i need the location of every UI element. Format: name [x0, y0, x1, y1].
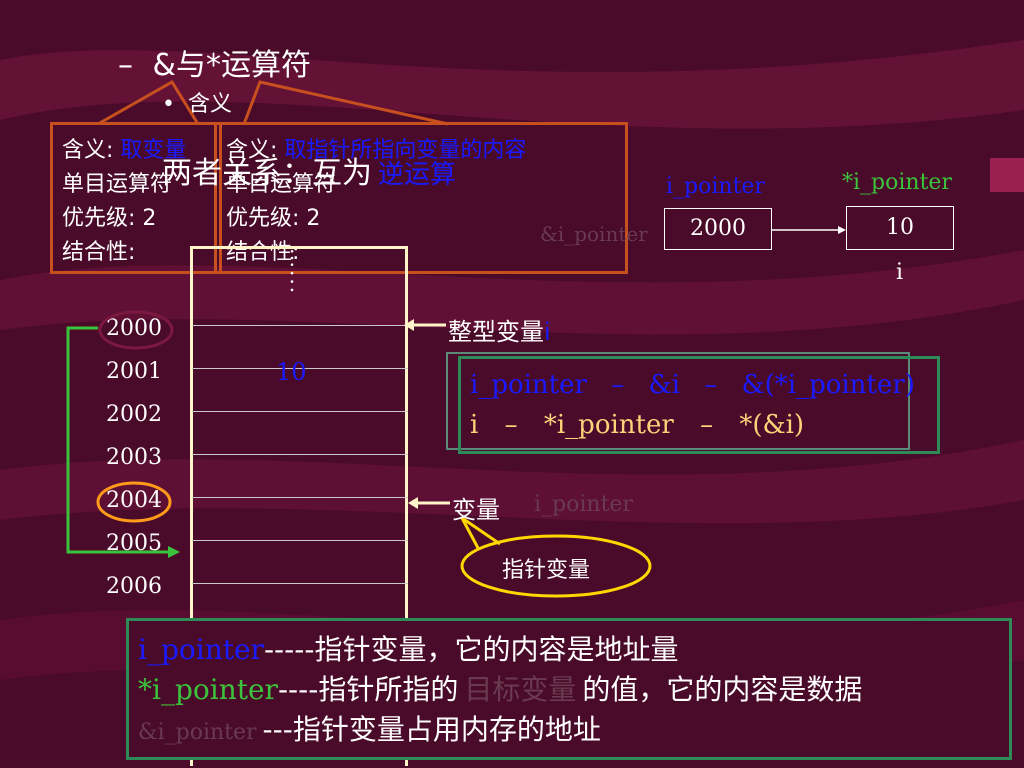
pointer-variable-bubble-text: 指针变量: [502, 558, 591, 583]
explanation-text: i_pointer-----指针变量，它的内容是地址量 *i_pointer--…: [138, 630, 862, 753]
callout-dereference: [214, 122, 628, 274]
memory-row-divider: [192, 325, 408, 326]
memory-row-divider: [192, 540, 408, 541]
exp-l3-text: ---指针变量占用内存的地址: [262, 713, 601, 746]
eq-r1-b: &i: [648, 370, 680, 400]
explanation-line-1: i_pointer-----指针变量，它的内容是地址量: [138, 630, 862, 670]
relation-highlight: 逆运算: [378, 160, 457, 190]
equivalence-box-shadow: [446, 352, 910, 450]
target-value-box: 10: [846, 206, 954, 250]
memory-address: 2006: [106, 574, 162, 599]
exp-l1-text: -----指针变量，它的内容是地址量: [263, 633, 679, 666]
subtitle-text: 含义: [187, 92, 232, 117]
pointer-name-label: i_pointer: [666, 174, 765, 199]
exp-l1-name: i_pointer: [138, 633, 264, 666]
subtitle-line: • 含义: [162, 86, 232, 118]
eq-r1-a: i_pointer: [470, 370, 587, 400]
callout-right-unary: 单目运算符: [226, 172, 337, 197]
callout-left-unary: 单目运算符: [62, 172, 173, 197]
int-variable-label: 整型变量i: [448, 312, 551, 347]
memory-address: 2000: [106, 316, 162, 341]
callout-address-of-text: 含义: 取变量 单目运算符 优先级: 2 结合性:: [62, 134, 186, 270]
ghost-address-label: &i_pointer: [540, 222, 648, 246]
callout-right-assoc: 结合性:: [226, 240, 300, 265]
eq-r1-c: &(*i_pointer): [741, 370, 915, 400]
heading-dash: –: [118, 48, 133, 83]
memory-column: [190, 246, 408, 766]
memory-cell-value: 10: [276, 358, 307, 386]
eq-r2-sep1: –: [504, 410, 518, 440]
relation-label: 两者关系：互为: [162, 156, 372, 191]
explanation-line-2: *i_pointer----指针所指的目标变量的值，它的内容是数据: [138, 670, 862, 710]
eq-r2-a: i: [470, 410, 479, 440]
explanation-box: [126, 618, 1012, 760]
green-link-arrow: [66, 326, 170, 554]
eq-r1-sep2: –: [704, 370, 718, 400]
memory-row-divider: [192, 583, 408, 584]
exp-l2-text-b: 的值，它的内容是数据: [582, 673, 863, 706]
memory-address: 2002: [106, 402, 162, 427]
relation-text: 两者关系：互为逆运算: [162, 148, 456, 192]
memory-row-divider: [192, 368, 408, 369]
address-2000-circle: [98, 310, 174, 350]
eq-r2-sep2: –: [700, 410, 714, 440]
slide-heading: – &与*运算符: [118, 40, 311, 84]
exp-l2-text-a: ----指针所指的: [277, 673, 459, 706]
equivalence-row-2: i – *i_pointer – *(&i): [470, 410, 804, 440]
equivalence-row-1: i_pointer – &i – &(*i_pointer): [470, 370, 915, 400]
memory-row-divider: [192, 454, 408, 455]
callout-left-meaning-label: 含义:: [62, 138, 114, 163]
callout-right-priority: 优先级: 2: [226, 206, 321, 231]
target-var-name: i: [896, 260, 904, 285]
callout-left-assoc: 结合性:: [62, 240, 136, 265]
callout-right-meaning-value: 取指针所指向变量的内容: [284, 138, 527, 163]
callout-dereference-text: 含义: 取指针所指向变量的内容 单目运算符 优先级: 2 结合性:: [226, 134, 526, 270]
memory-row-divider: [192, 497, 408, 498]
deref-name-label: *i_pointer: [842, 170, 952, 195]
callout-left-priority: 优先级: 2: [62, 206, 157, 231]
callout-right-meaning-label: 含义:: [226, 138, 278, 163]
address-2004-circle: [96, 481, 172, 523]
memory-address: 2003: [106, 445, 162, 470]
eq-r2-c: *(&i): [739, 410, 805, 440]
callout-left-meaning-value: 取变量: [120, 138, 187, 163]
memory-row-divider: [192, 411, 408, 412]
variable-label: 变量: [452, 496, 500, 524]
explanation-line-3: &i_pointer---指针变量占用内存的地址: [138, 710, 862, 753]
variable-ghost-name: i_pointer: [534, 492, 633, 517]
memory-address: 2004: [106, 488, 162, 513]
eq-r2-b: *i_pointer: [543, 410, 674, 440]
equivalence-box: [458, 356, 940, 454]
exp-l3-ghost: &i_pointer: [138, 720, 257, 745]
pointer-value-box: 2000: [664, 208, 772, 250]
corner-decoration: [990, 158, 1024, 192]
callout-address-of: [50, 122, 222, 274]
int-variable-name: i: [544, 318, 551, 346]
int-variable-text: 整型变量: [448, 318, 544, 346]
memory-address: 2001: [106, 359, 162, 384]
pointer-arrow: [772, 226, 846, 234]
exp-l2-ghost: 目标变量: [464, 673, 577, 706]
heading-title: &与*运算符: [152, 48, 311, 83]
memory-dots: …...: [286, 248, 310, 296]
exp-l2-name: *i_pointer: [138, 673, 278, 706]
subtitle-bullet: •: [162, 92, 175, 117]
eq-r1-sep1: –: [611, 370, 625, 400]
